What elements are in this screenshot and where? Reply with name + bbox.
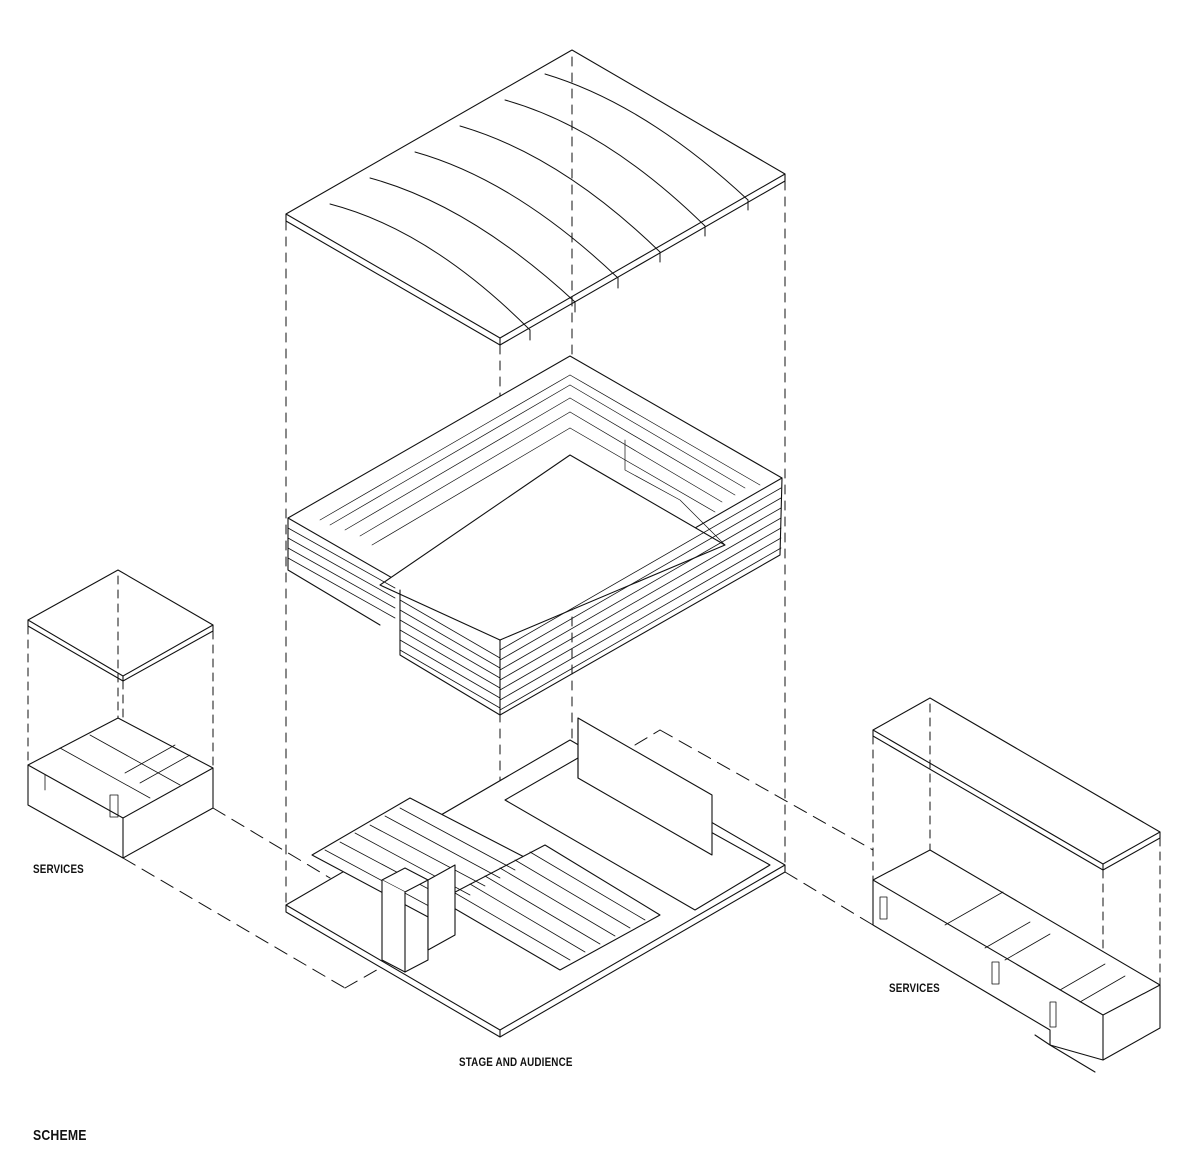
brick-courses-left	[288, 528, 500, 708]
right-services-block	[873, 698, 1160, 1072]
roof-plane	[286, 50, 785, 345]
connector-lines	[123, 730, 873, 988]
label-services-left: SERVICES	[33, 862, 84, 876]
label-stage-and-audience: STAGE AND AUDIENCE	[459, 1055, 573, 1069]
label-services-right: SERVICES	[889, 981, 940, 995]
brick-shell	[288, 356, 782, 715]
label-scheme-title: SCHEME	[33, 1127, 87, 1144]
brick-courses-inner	[320, 375, 760, 545]
left-services-block	[28, 570, 213, 858]
ground-slab	[286, 718, 785, 1037]
brick-courses-right	[500, 488, 781, 710]
roof-trusses	[330, 74, 748, 340]
